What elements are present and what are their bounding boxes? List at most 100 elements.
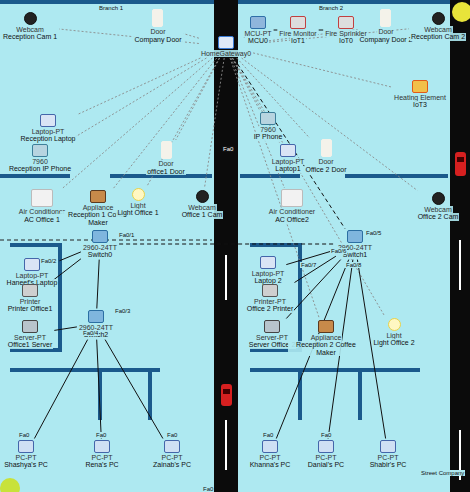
switch-icon [92, 230, 108, 243]
device-node: PC-PTDanial's PC [307, 440, 345, 469]
device-type: Laptop-PT [15, 272, 50, 280]
device-node: Laptop-PTLaptop 2 [251, 256, 286, 285]
cable-link [105, 340, 163, 439]
branch-label: Branch 1 [98, 5, 124, 11]
port-label: Fa0/7 [300, 262, 317, 268]
device-node: DoorCompany Door 2 [359, 9, 414, 43]
gateway-icon [218, 36, 234, 49]
pc-icon [318, 440, 334, 453]
device-type: Air Conditioner [268, 208, 316, 216]
port-label: Fa0 [18, 432, 30, 438]
device-name: Printer Office1 [7, 305, 54, 313]
device-type: Door [149, 28, 166, 36]
device-name: Shashya's PC [3, 461, 49, 469]
webcam-icon [24, 12, 37, 25]
door-icon [152, 9, 163, 27]
device-name: Light Office 2 [372, 339, 415, 347]
device-type: Appliance [310, 334, 343, 342]
server-icon [22, 320, 38, 333]
port-label: Fa0/8 [345, 262, 362, 268]
device-node: ApplianceReception 1 Coffee Maker [60, 190, 136, 227]
webcam-icon [432, 12, 445, 25]
device-node: LightLight Office 2 [372, 318, 415, 347]
device-name: Rena's PC [84, 461, 119, 469]
wireless-link [204, 58, 224, 189]
device-type: Light [129, 202, 146, 210]
device-type: PC-PT [377, 454, 400, 462]
port-label: Fa0 [320, 432, 332, 438]
device-type: Door [157, 160, 174, 168]
device-node: ApplianceReception 2 Coffee Maker [288, 320, 364, 357]
device-type: PC-PT [91, 454, 114, 462]
laptop-icon [280, 144, 296, 157]
device-node: PC-PTKhanna's PC [249, 440, 292, 469]
server-icon [264, 320, 280, 333]
printer-icon [22, 284, 38, 297]
cable-link [59, 252, 81, 261]
device-type: Laptop-PT [271, 158, 306, 166]
wireless-link [230, 58, 319, 319]
wireless-link [233, 58, 280, 143]
device-type: Laptop-PT [251, 270, 286, 278]
device-node: WebcamOffice 2 Cam [417, 192, 460, 221]
device-name: Danial's PC [307, 461, 345, 469]
port-label: Fa0 [166, 432, 178, 438]
port-label: Fa0/5 [365, 230, 382, 236]
mcu-icon [250, 16, 266, 29]
marker [0, 478, 20, 492]
device-node: Printer-PTOffice 2 Printer [246, 284, 295, 313]
wireless-link [66, 58, 207, 143]
device-node: 2960-24TTSwitch0 [82, 230, 118, 259]
device-node: PrinterPrinter Office1 [7, 284, 54, 313]
device-name: Light Office 1 [116, 209, 159, 217]
port-label: Fa0 [202, 486, 214, 492]
device-name: Reception Cam 1 [2, 33, 58, 41]
device-node: Fire MonitorIoT1 [278, 16, 317, 45]
device-node: PC-PTShabir's PC [369, 440, 408, 469]
device-node: 7960IP Phone [253, 112, 284, 141]
road-markings [226, 240, 460, 480]
device-type: Webcam [187, 204, 217, 212]
device-node: HomeGateway0 [200, 36, 252, 58]
light-icon [132, 188, 145, 201]
device-type: PC-PT [15, 454, 38, 462]
appliance-icon [318, 320, 334, 333]
device-node: Dooroffice1 Door [146, 141, 186, 175]
device-name: Office 1 Cam [181, 211, 224, 219]
walls [0, 176, 448, 420]
device-name: Switch0 [87, 251, 114, 259]
cable-link [286, 260, 340, 319]
device-name: Khanna's PC [249, 461, 292, 469]
sensor-icon [290, 16, 306, 29]
wireless-link [77, 58, 200, 115]
device-name: Reception Cam 2 [410, 33, 466, 41]
device-type: PC-PT [160, 454, 183, 462]
laptop-icon [260, 256, 276, 269]
device-node: DoorCompany Door [133, 9, 182, 43]
switch-icon [88, 310, 104, 323]
road [450, 0, 470, 492]
device-node: LightLight Office 1 [116, 188, 159, 217]
laptop-icon [24, 258, 40, 271]
port-label: Fa0 [262, 432, 274, 438]
device-name: Laptop1 [274, 165, 301, 173]
cable-link [54, 327, 77, 331]
pc-icon [164, 440, 180, 453]
port-label: Fa0/1 [118, 232, 135, 238]
pc-icon [380, 440, 396, 453]
device-node: Heating ElementIoT3 [393, 80, 447, 109]
device-type: Air Conditioner [18, 208, 66, 216]
device-type: 7960 [31, 158, 49, 166]
door-icon [161, 141, 172, 159]
device-name: Shabir's PC [369, 461, 408, 469]
light-icon [388, 318, 401, 331]
device-node: DoorOffice 2 Door [304, 139, 347, 173]
cable-link [295, 256, 336, 282]
device-type: Webcam [423, 26, 453, 34]
wireless-link [184, 34, 199, 39]
heater-icon [412, 80, 428, 93]
device-node: Laptop-PTReception Laptop [20, 114, 77, 143]
device-type: Appliance [82, 204, 115, 212]
cable-link [97, 260, 99, 309]
